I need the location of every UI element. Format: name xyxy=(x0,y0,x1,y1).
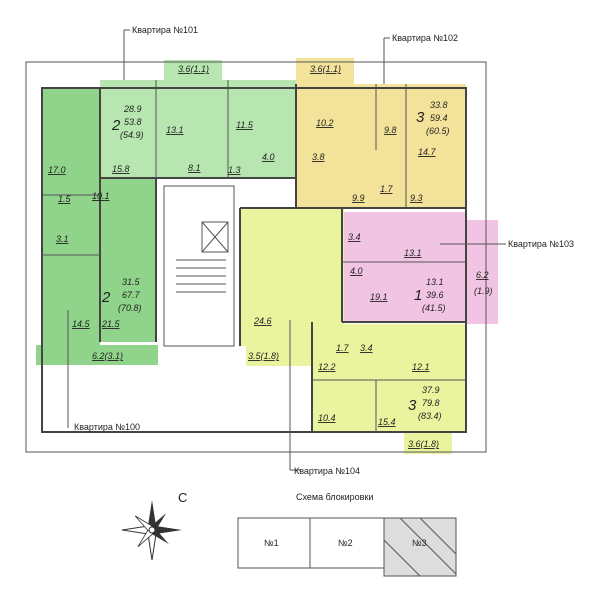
apartment-101-fill xyxy=(100,60,296,178)
apartment-102: Квартира №102 3.6(1.1) 10.2 9.8 3 33.8 5… xyxy=(310,33,458,203)
total-area: 67.7 xyxy=(122,290,141,300)
apartment-103: Квартира №103 3.4 13.1 4.0 19.1 1 13.1 3… xyxy=(348,232,574,313)
apartment-105-fill xyxy=(312,324,466,454)
scheme-section-3: №3 xyxy=(412,538,427,548)
total-area: 79.8 xyxy=(422,398,440,408)
scheme-title: Схема блокировки xyxy=(296,492,373,502)
total-area-with-balcony: (70.8) xyxy=(118,303,142,313)
room-area: 24.6 xyxy=(253,316,272,326)
total-area-with-balcony: (41.5) xyxy=(422,303,446,313)
room-area: 8.1 xyxy=(188,163,201,173)
balcony-area: 3.5(1.8) xyxy=(248,351,279,361)
apartment-105: 1.7 3.4 12.2 12.1 10.4 15.4 3 37.9 79.8 … xyxy=(318,343,442,449)
room-area: 1.5 xyxy=(58,194,72,204)
living-area: 28.9 xyxy=(123,104,142,114)
apartment-103-fill xyxy=(342,212,498,324)
room-area: 9.9 xyxy=(352,193,365,203)
room-count: 3 xyxy=(416,109,425,126)
room-area: 15.8 xyxy=(112,164,130,174)
room-area: 21.5 xyxy=(101,319,121,329)
total-area-with-balcony: (83.4) xyxy=(418,411,442,421)
room-area: 9.8 xyxy=(384,125,397,135)
balcony-area-reduced: (1.9) xyxy=(474,286,493,296)
room-area: 14.7 xyxy=(418,147,437,157)
room-area: 12.1 xyxy=(412,362,430,372)
room-area: 4.0 xyxy=(262,152,275,162)
apartment-label: Квартира №104 xyxy=(294,466,360,476)
room-count: 2 xyxy=(101,289,111,306)
room-area: 3.4 xyxy=(360,343,373,353)
apartment-104-fill xyxy=(240,208,344,366)
total-area: 39.6 xyxy=(426,290,444,300)
room-area: 14.5 xyxy=(72,319,91,329)
room-area: 3.4 xyxy=(348,232,361,242)
room-area: 1.7 xyxy=(380,184,394,194)
room-area: 17.0 xyxy=(48,165,66,175)
room-area: 19.1 xyxy=(370,292,388,302)
living-area: 13.1 xyxy=(426,277,444,287)
room-area: 12.2 xyxy=(318,362,336,372)
compass-north-letter: С xyxy=(178,490,187,505)
total-area-with-balcony: (54.9) xyxy=(120,130,144,140)
room-count: 3 xyxy=(408,397,417,414)
balcony-area: 3.6(1.1) xyxy=(178,64,209,74)
total-area-with-balcony: (60.5) xyxy=(426,126,450,136)
room-area: 10.1 xyxy=(92,191,110,201)
room-area: 3.8 xyxy=(312,152,325,162)
room-count: 1 xyxy=(414,287,422,304)
room-area: 10.4 xyxy=(318,413,336,423)
balcony-area: 3.6(1.8) xyxy=(408,439,439,449)
apartment-100: 17.0 15.8 1.5 10.1 3.1 14.5 21.5 2 31.5 … xyxy=(48,164,142,432)
compass-icon xyxy=(121,500,182,561)
apartment-label: Квартира №100 xyxy=(74,422,140,432)
total-area: 59.4 xyxy=(430,113,448,123)
room-area: 11.5 xyxy=(236,120,254,130)
living-area: 33.8 xyxy=(430,100,448,110)
living-area: 31.5 xyxy=(122,277,141,287)
room-area: 4.0 xyxy=(350,266,363,276)
blocking-scheme: Схема блокировки №1 №2 №3 xyxy=(237,492,457,577)
room-area: 13.1 xyxy=(166,125,184,135)
apartment-label: Квартира №103 xyxy=(508,239,574,249)
room-area: 1.7 xyxy=(336,343,350,353)
room-area: 10.2 xyxy=(316,118,334,128)
balcony-area: 6.2(3.1) xyxy=(92,351,123,361)
scheme-section-1: №1 xyxy=(264,538,279,548)
total-area: 53.8 xyxy=(124,117,142,127)
room-area: 15.4 xyxy=(378,417,396,427)
balcony-area: 6.2 xyxy=(476,270,489,280)
walls xyxy=(25,61,487,453)
apartment-104: 24.6 3.5(1.8) Квартира №104 xyxy=(248,316,360,476)
room-area: 9.3 xyxy=(410,193,423,203)
apartment-label: Квартира №102 xyxy=(392,33,458,43)
room-area: 13.1 xyxy=(404,248,422,258)
living-area: 37.9 xyxy=(422,385,440,395)
room-area: 3.1 xyxy=(56,234,69,244)
apartment-101: Квартира №101 3.6(1.1) 2 28.9 53.8 (54.9… xyxy=(111,25,275,175)
apartment-100-fill xyxy=(36,88,158,365)
scheme-section-2: №2 xyxy=(338,538,353,548)
room-count: 2 xyxy=(111,117,121,134)
room-area: 1.3 xyxy=(228,165,241,175)
apartment-label: Квартира №101 xyxy=(132,25,198,35)
balcony-area: 3.6(1.1) xyxy=(310,64,341,74)
